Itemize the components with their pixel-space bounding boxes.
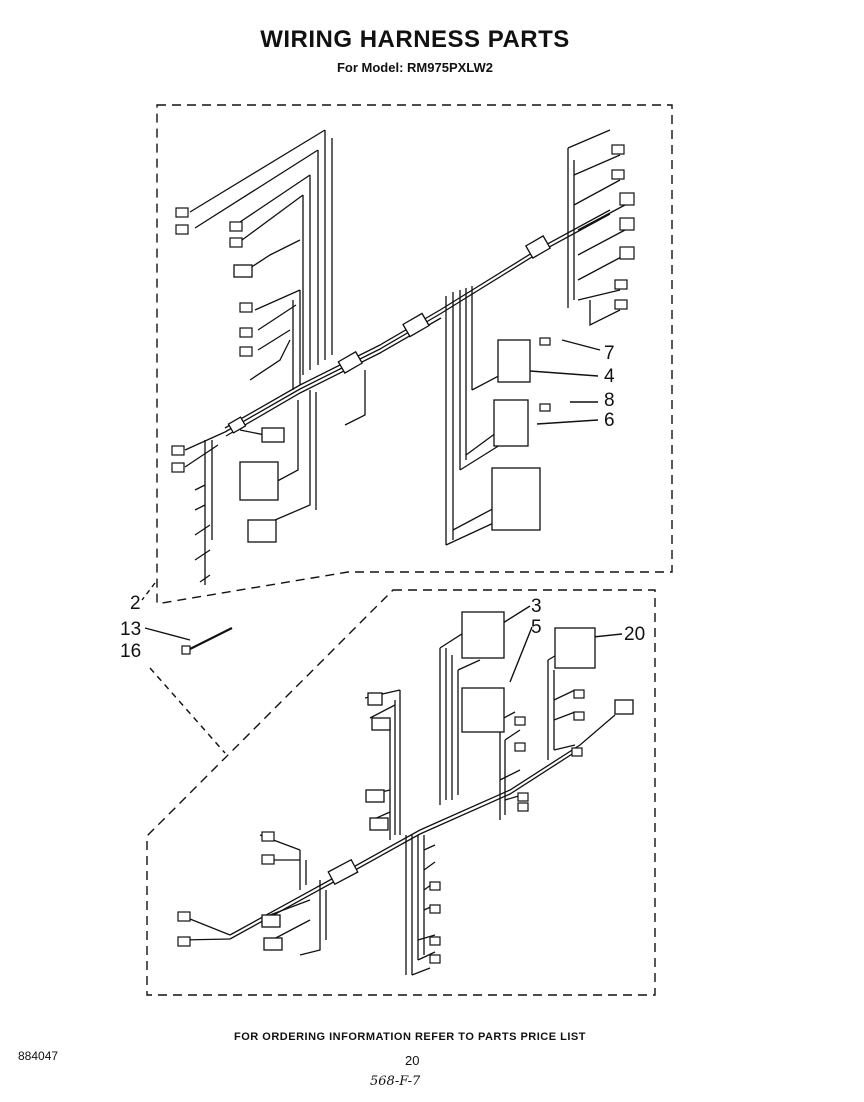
model-subtitle: For Model: RM975PXLW2 xyxy=(336,60,494,75)
connector-tab-mid xyxy=(261,427,285,443)
connector-tab-top xyxy=(233,264,253,278)
leader-13 xyxy=(144,627,191,641)
connector-right-lower xyxy=(491,467,541,531)
page-number: 20 xyxy=(405,1053,420,1068)
handwritten-code: 568-F-7 xyxy=(370,1074,421,1089)
callout-20: 20 xyxy=(624,624,646,645)
lower-tab-7 xyxy=(614,699,634,715)
lower-tab-6 xyxy=(263,937,283,951)
connector-part-5 xyxy=(461,687,505,733)
leader-2 xyxy=(141,582,156,601)
leader-16 xyxy=(149,667,226,754)
connector-part-3 xyxy=(461,611,505,659)
connector-part-20 xyxy=(554,627,596,669)
callout-13: 13 xyxy=(120,619,142,640)
tie-strap-13 xyxy=(187,627,233,651)
leader-20 xyxy=(592,633,623,638)
leader-5 xyxy=(509,626,533,683)
sleeve-upper-3 xyxy=(337,350,364,374)
harness-2-outline xyxy=(156,104,673,604)
leader-6 xyxy=(536,419,599,425)
callout-5: 5 xyxy=(531,617,542,638)
upper-terminals xyxy=(171,144,635,473)
connector-bottom-left xyxy=(247,519,277,543)
lower-tab-3 xyxy=(365,789,385,803)
callout-3: 3 xyxy=(531,596,542,617)
callout-8: 8 xyxy=(604,390,615,411)
callout-7: 7 xyxy=(604,343,615,364)
page-title: WIRING HARNESS PARTS xyxy=(260,26,570,53)
terminal-block-large xyxy=(239,461,279,501)
lower-tab-2 xyxy=(371,717,391,731)
tie-strap-13-head xyxy=(181,645,191,655)
upper-harness xyxy=(184,129,626,585)
leader-7 xyxy=(561,339,601,351)
callout-4: 4 xyxy=(604,366,615,387)
sleeve-upper-1 xyxy=(524,235,552,259)
lower-tab-1 xyxy=(367,692,383,706)
lower-terminals xyxy=(177,689,585,964)
document-number: 884047 xyxy=(18,1049,59,1063)
connector-part-6 xyxy=(493,399,529,447)
callout-6: 6 xyxy=(604,410,615,431)
leader-3 xyxy=(502,605,531,624)
connector-part-4 xyxy=(497,339,531,383)
sleeve-upper-4 xyxy=(227,416,247,434)
callout-16: 16 xyxy=(120,641,142,662)
sleeve-upper-2 xyxy=(402,312,430,338)
lower-harness xyxy=(179,629,616,976)
leader-4 xyxy=(529,370,599,377)
harness-16-outline xyxy=(146,589,656,996)
callout-2: 2 xyxy=(130,593,141,614)
sleeve-lower-1 xyxy=(327,858,359,886)
lower-tab-5 xyxy=(261,914,281,928)
lower-tab-4 xyxy=(369,817,389,831)
ordering-note: FOR ORDERING INFORMATION REFER TO PARTS … xyxy=(234,1031,586,1043)
